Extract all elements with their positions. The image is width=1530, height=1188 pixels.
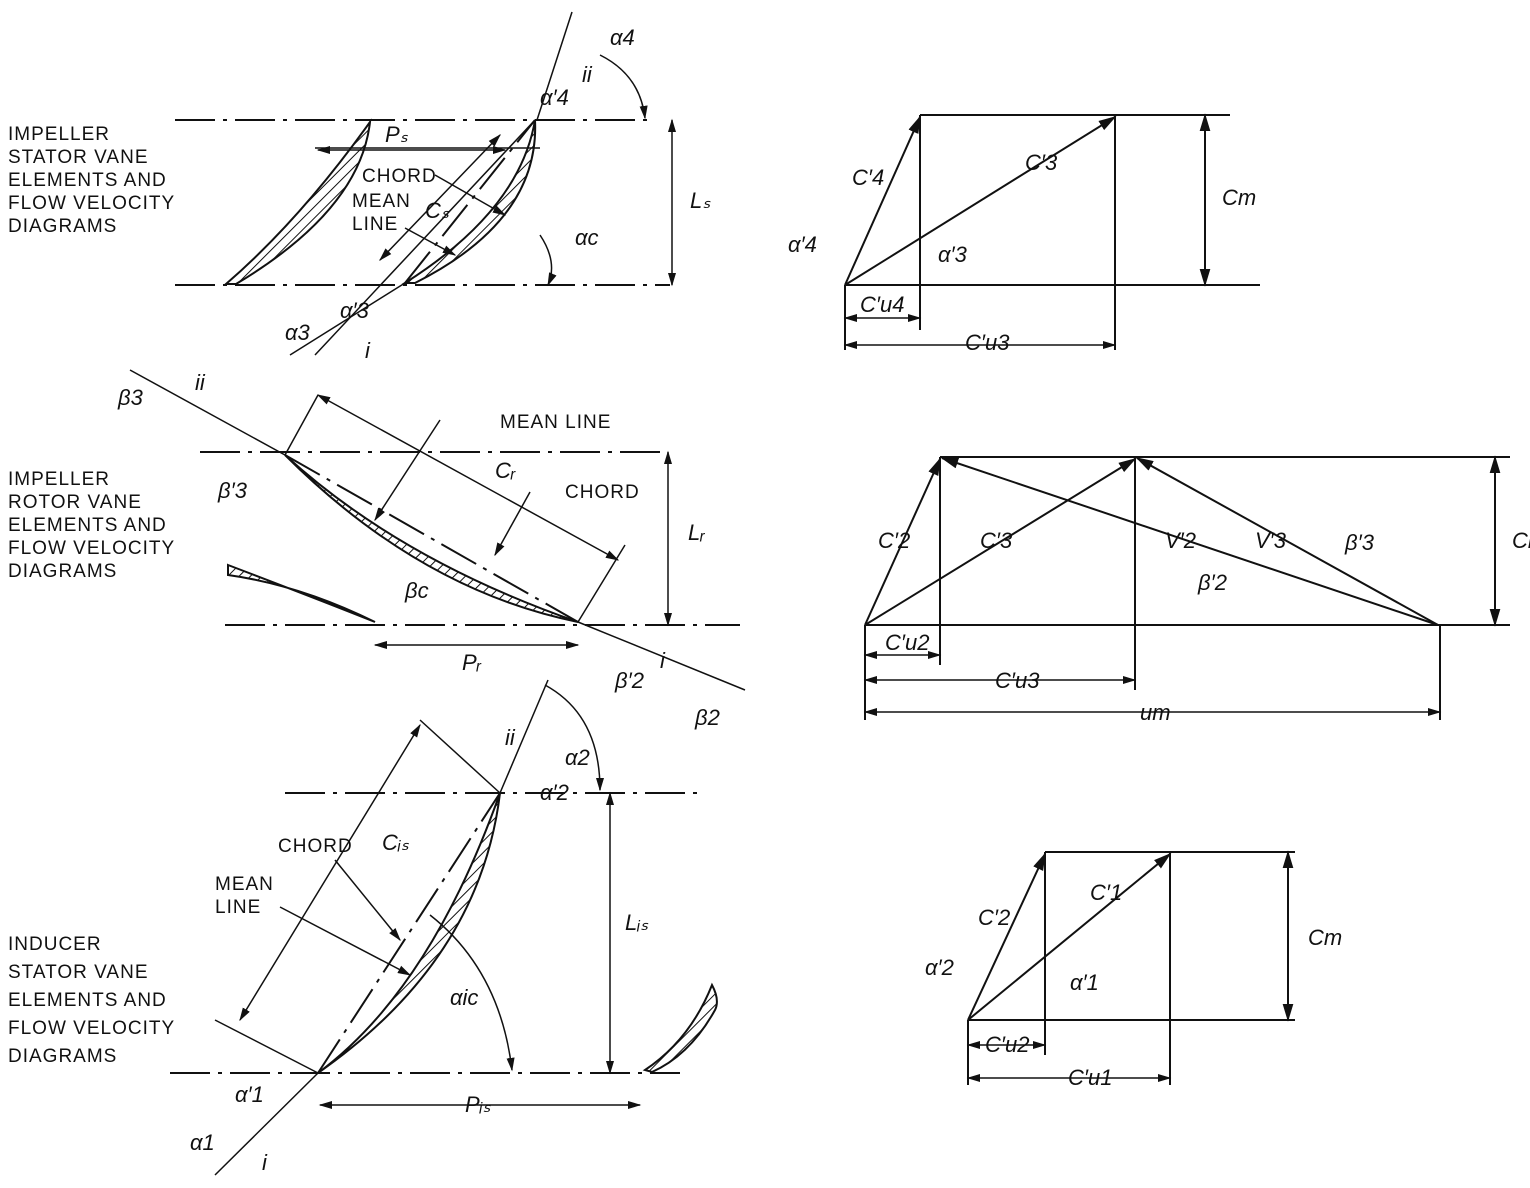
alpha3p-label: α′3 [340, 298, 370, 323]
inducer-velocity-diagram: C′2 C′1 α′2 α′1 Cm C′u2 C′u1 [925, 850, 1342, 1090]
beta-c-label: βc [404, 578, 429, 603]
alpha3-label: α3 [285, 320, 311, 345]
um-label: um [1140, 700, 1171, 725]
section-title: IMPELLER ROTOR VANE ELEMENTS AND FLOW VE… [8, 469, 181, 582]
c4-label: C′4 [852, 165, 884, 190]
chord-label: CHORD [565, 482, 640, 503]
alpha2-label: α2 [565, 745, 590, 770]
cu1-label: C′u1 [1068, 1065, 1112, 1090]
alpha2p-label: α′2 [925, 955, 954, 980]
chord-length-label: Cₛ [425, 198, 450, 223]
length-label: Lᵢₛ [625, 910, 649, 935]
section-title: IMPELLER STATOR VANE ELEMENTS AND FLOW V… [8, 124, 181, 237]
alpha1p-label: α′1 [235, 1082, 264, 1107]
chord-length-label: Cᵢₛ [382, 830, 410, 855]
cm-label: Cm [1308, 925, 1342, 950]
c2-label: C′2 [978, 905, 1010, 930]
alpha-c-label: αc [575, 225, 599, 250]
ii-label: ii [582, 62, 593, 87]
cu2-label: C′u2 [985, 1032, 1029, 1057]
stator-vane-left [223, 118, 372, 285]
i-label: i [365, 338, 371, 363]
alpha-ic-label: αic [450, 985, 478, 1010]
ii-label: ii [195, 370, 206, 395]
alpha2p-label: α′2 [540, 780, 569, 805]
alpha4p-label: α′4 [540, 85, 569, 110]
impeller-stator-section: IMPELLER STATOR VANE ELEMENTS AND FLOW V… [8, 11, 711, 363]
rotor-vane-left [227, 563, 376, 623]
beta3p-label: β′3 [1344, 530, 1375, 555]
alpha1-label: α1 [190, 1130, 215, 1155]
cm-label: Cm [1512, 528, 1530, 553]
cu3-label: C′u3 [995, 668, 1040, 693]
pitch-label: Pₛ [385, 122, 409, 147]
cu4-label: C′u4 [860, 292, 904, 317]
section-title: INDUCER STATOR VANE ELEMENTS AND FLOW VE… [8, 934, 181, 1067]
chord-label: CHORD [278, 836, 353, 857]
c2-label: C′2 [878, 528, 910, 553]
alpha4p-label: α′4 [788, 232, 817, 257]
pitch-label: Pᵣ [462, 650, 482, 675]
beta2p-label: β′2 [614, 668, 644, 693]
impeller-rotor-section: IMPELLER ROTOR VANE ELEMENTS AND FLOW VE… [8, 369, 746, 730]
cu3-label: C′u3 [965, 330, 1010, 355]
alpha4-label: α4 [610, 25, 635, 50]
cm-label: Cm [1222, 185, 1256, 210]
inducer-vane-right [642, 982, 718, 1074]
inducer-stator-section: INDUCER STATOR VANE ELEMENTS AND FLOW VE… [8, 679, 718, 1176]
stator-velocity-diagram: C′4 C′3 Cm α′4 α′3 C′u4 C′u3 [788, 113, 1260, 355]
c3-label: C′3 [980, 528, 1013, 553]
v3-label: V′3 [1255, 528, 1287, 553]
beta3p-label: β′3 [217, 478, 248, 503]
c3-label: C′3 [1025, 150, 1058, 175]
beta2p-label: β′2 [1197, 570, 1227, 595]
i-label: i [660, 648, 666, 673]
i-label: i [262, 1150, 268, 1175]
cu2-label: C′u2 [885, 630, 929, 655]
v2-label: V′2 [1165, 528, 1196, 553]
length-label: Lᵣ [688, 520, 705, 545]
alpha1p-label: α′1 [1070, 970, 1099, 995]
rotor-velocity-diagram: C′2 C′3 V′2 V′3 β′3 β′2 Cm C′u2 C′u3 um [863, 455, 1530, 725]
length-label: Lₛ [690, 188, 711, 213]
pitch-label: Pᵢₛ [465, 1092, 491, 1117]
ii-label: ii [505, 725, 516, 750]
mean-line-label: MEAN LINE [500, 412, 611, 433]
beta2-label: β2 [694, 705, 720, 730]
chord-label: CHORD [362, 166, 437, 187]
c1-label: C′1 [1090, 880, 1122, 905]
alpha3p-label: α′3 [938, 242, 968, 267]
beta3-label: β3 [117, 385, 144, 410]
chord-length-label: Cᵣ [495, 458, 516, 483]
